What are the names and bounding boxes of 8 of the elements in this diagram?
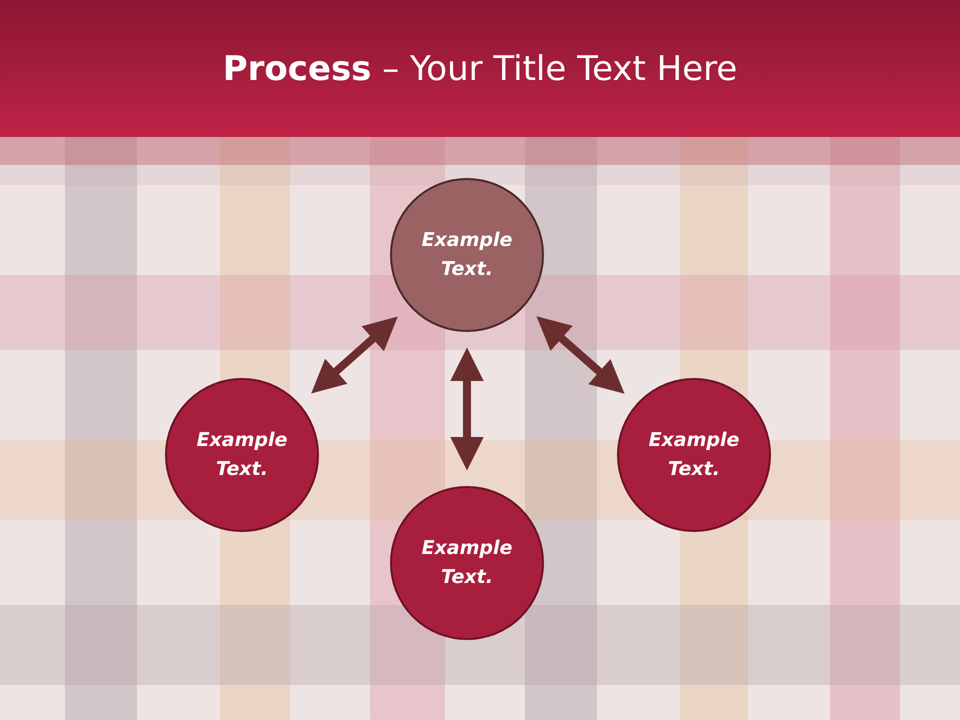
node-label: Example Text. xyxy=(196,428,288,482)
double-arrow xyxy=(311,316,398,394)
title: Process – Your Title Text Here xyxy=(222,48,738,88)
node-label: Example Text. xyxy=(648,428,740,482)
double-arrow xyxy=(536,316,625,394)
double-arrow xyxy=(450,348,484,470)
node-label: Example Text. xyxy=(420,228,514,282)
node-label: Example Text. xyxy=(420,536,514,590)
